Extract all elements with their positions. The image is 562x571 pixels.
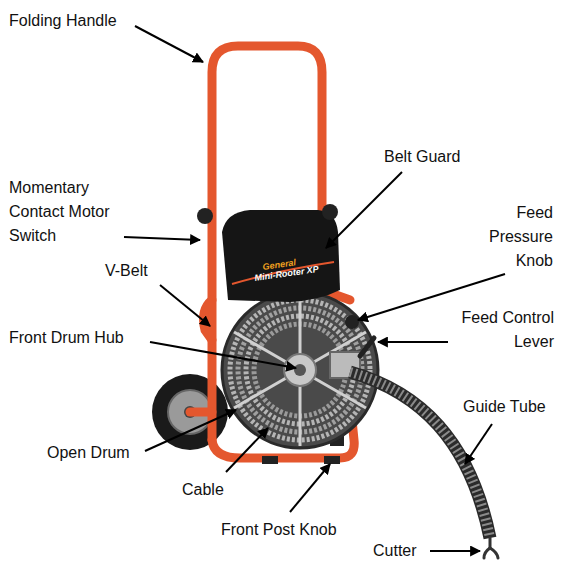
knob <box>197 208 213 224</box>
foot <box>262 456 278 464</box>
wheel <box>152 374 228 450</box>
leader-lines <box>124 26 505 551</box>
knob <box>322 204 338 220</box>
part-label: Feed Control Lever <box>450 306 554 354</box>
part-label: Momentary Contact Motor Switch <box>9 176 119 248</box>
part-label: Feed Pressure Knob <box>471 201 553 273</box>
part-label: V-Belt <box>105 259 148 283</box>
part-label: Front Drum Hub <box>9 326 124 350</box>
part-label: Folding Handle <box>9 9 117 33</box>
motor-housing <box>222 210 340 302</box>
part-label: Belt Guard <box>384 145 460 169</box>
feed-pressure-knob <box>345 315 359 329</box>
part-label: Cable <box>182 478 224 502</box>
part-label: Cutter <box>373 539 417 563</box>
foot <box>324 456 340 464</box>
part-label: Front Post Knob <box>221 518 337 542</box>
part-label: Open Drum <box>47 441 130 465</box>
guide-tube <box>350 372 490 538</box>
cutter <box>484 538 498 558</box>
part-label: Guide Tube <box>463 395 546 419</box>
